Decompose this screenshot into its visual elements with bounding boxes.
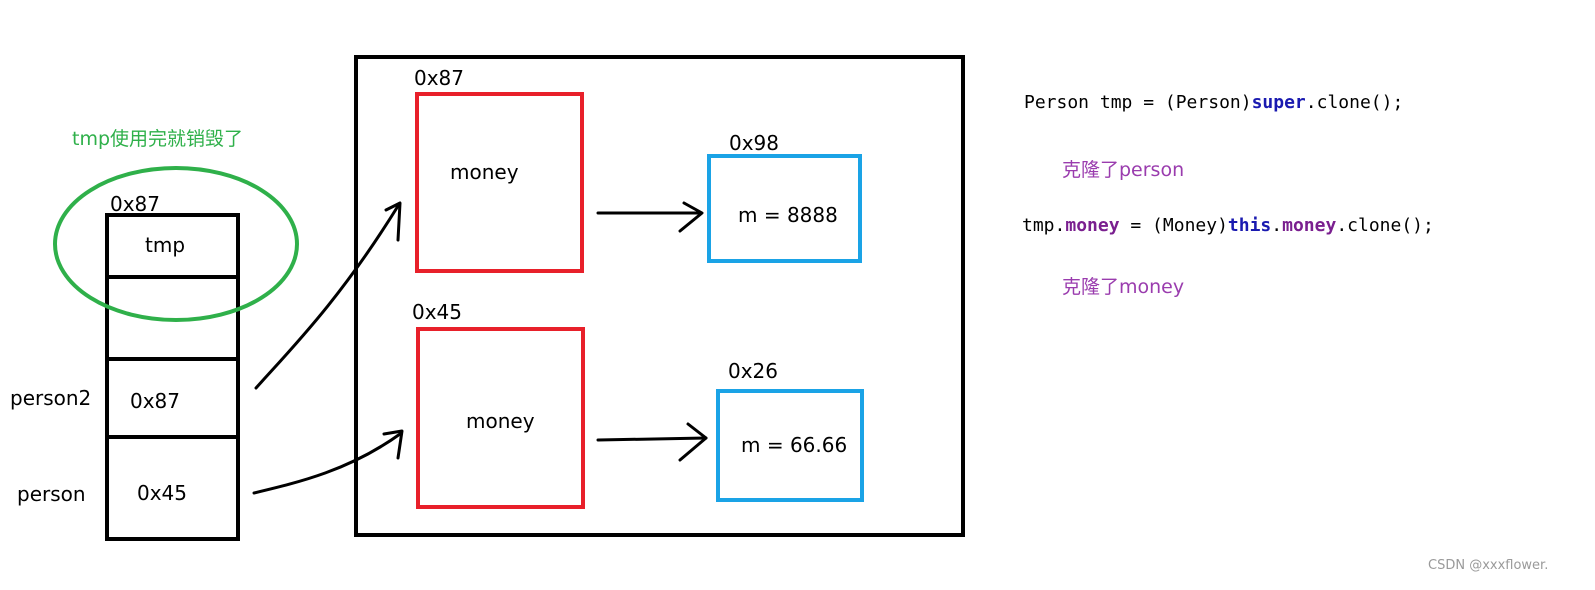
object-field-1: money: [450, 160, 519, 184]
note-cloned-person: 克隆了person: [1062, 159, 1185, 181]
object-address-1: 0x87: [414, 66, 465, 90]
money-value-1: m = 8888: [738, 203, 838, 227]
stack-top-address: 0x87: [110, 192, 161, 216]
arrowhead-3: [678, 201, 704, 233]
row-label-person: person: [17, 482, 86, 506]
code-line-clone-person: Person tmp = (Person)super.clone();: [1024, 92, 1404, 113]
stack-cell-person-text: 0x45: [137, 481, 188, 505]
arrowhead-4: [678, 422, 708, 462]
note-cloned-money: 克隆了money: [1062, 276, 1185, 298]
watermark: CSDN @xxxflower.: [1428, 558, 1549, 573]
money-object-1: m = 8888: [707, 154, 862, 263]
heap-area: [354, 55, 965, 537]
money-value-2: m = 66.66: [741, 433, 848, 457]
row-label-person2: person2: [10, 386, 92, 410]
arrowhead-2: [382, 429, 404, 460]
arrow-person-to-object2: [252, 432, 402, 495]
stack-cell-person: 0x45: [105, 435, 240, 541]
tmp-scope-ellipse: [53, 166, 299, 322]
stack-cell-tmp-text: tmp: [145, 233, 186, 257]
person-object-1: money: [415, 92, 584, 273]
code-line-clone-money: tmp.money = (Money)this.money.clone();: [1022, 215, 1434, 236]
arrow-person2-to-object1: [254, 204, 400, 390]
stack-cell-person2-text: 0x87: [130, 389, 181, 413]
arrow-object2-to-money2: [596, 436, 708, 442]
person-object-2: money: [416, 327, 585, 509]
money-object-2: m = 66.66: [716, 389, 864, 502]
object-field-2: money: [466, 409, 535, 433]
tmp-destroyed-note: tmp使用完就销毁了: [72, 128, 244, 150]
object-address-2: 0x45: [412, 300, 463, 324]
money-address-1: 0x98: [729, 131, 780, 155]
money-address-2: 0x26: [728, 359, 779, 383]
arrowhead-1: [384, 201, 402, 242]
